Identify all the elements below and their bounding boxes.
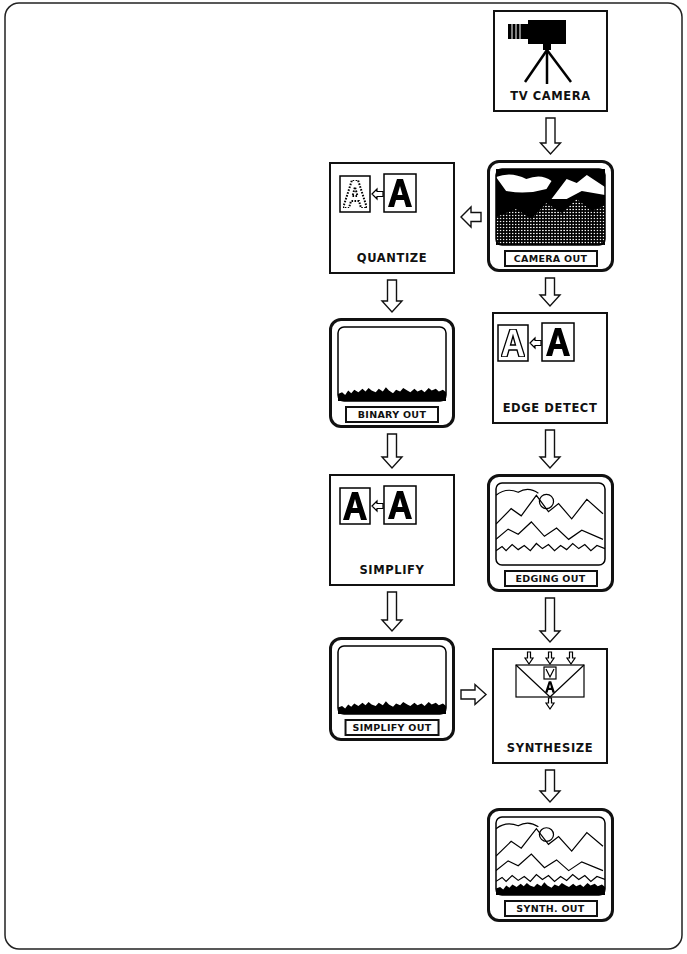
monitor-label: SYNTH. OUT <box>504 900 598 917</box>
monitor-display: SYNTH. OUT <box>487 808 614 922</box>
box-label: QUANTIZE <box>357 251 427 265</box>
camera-out-screen <box>496 169 605 245</box>
flow-arrow <box>540 598 560 642</box>
camera-icon <box>508 20 571 84</box>
monitor-label: SIMPLIFY OUT <box>345 719 440 736</box>
monitor-display: EDGING OUT <box>487 474 614 592</box>
flow-arrow <box>541 118 561 154</box>
monitor-label: CAMERA OUT <box>504 250 598 267</box>
flow-arrow <box>461 207 481 227</box>
flow-arrow <box>540 770 560 802</box>
synthesize-icon <box>516 652 584 709</box>
box-label: TV CAMERA <box>510 89 591 103</box>
monitor-label: BINARY OUT <box>345 406 439 423</box>
process-box: SYNTHESIZE <box>492 648 608 764</box>
process-box: TV CAMERA <box>493 10 608 112</box>
edging-out-screen <box>496 483 605 565</box>
synth-out-screen <box>496 817 605 895</box>
simplify-out-screen <box>338 646 446 714</box>
flow-arrow <box>382 592 402 631</box>
flow-arrow <box>540 430 560 468</box>
box-label: EDGE DETECT <box>503 401 598 415</box>
binary-out-screen <box>338 327 446 401</box>
monitor-display: CAMERA OUT <box>487 160 614 272</box>
flow-arrow <box>461 685 486 705</box>
monitor-label: EDGING OUT <box>504 570 598 587</box>
monitor-display: SIMPLIFY OUT <box>329 637 455 741</box>
box-label: SIMPLIFY <box>359 563 424 577</box>
quantize-icon <box>340 174 416 212</box>
flow-arrow <box>540 278 560 306</box>
process-box: SIMPLIFY <box>329 474 455 586</box>
monitor-display: BINARY OUT <box>329 318 455 428</box>
simplify-icon <box>340 486 416 524</box>
edge-detect-icon <box>498 323 574 361</box>
process-box: EDGE DETECT <box>492 312 608 424</box>
process-box: QUANTIZE <box>329 162 455 274</box>
box-label: SYNTHESIZE <box>507 741 593 755</box>
flow-arrow <box>382 280 402 312</box>
flow-arrow <box>382 434 402 468</box>
page-frame <box>5 3 682 949</box>
